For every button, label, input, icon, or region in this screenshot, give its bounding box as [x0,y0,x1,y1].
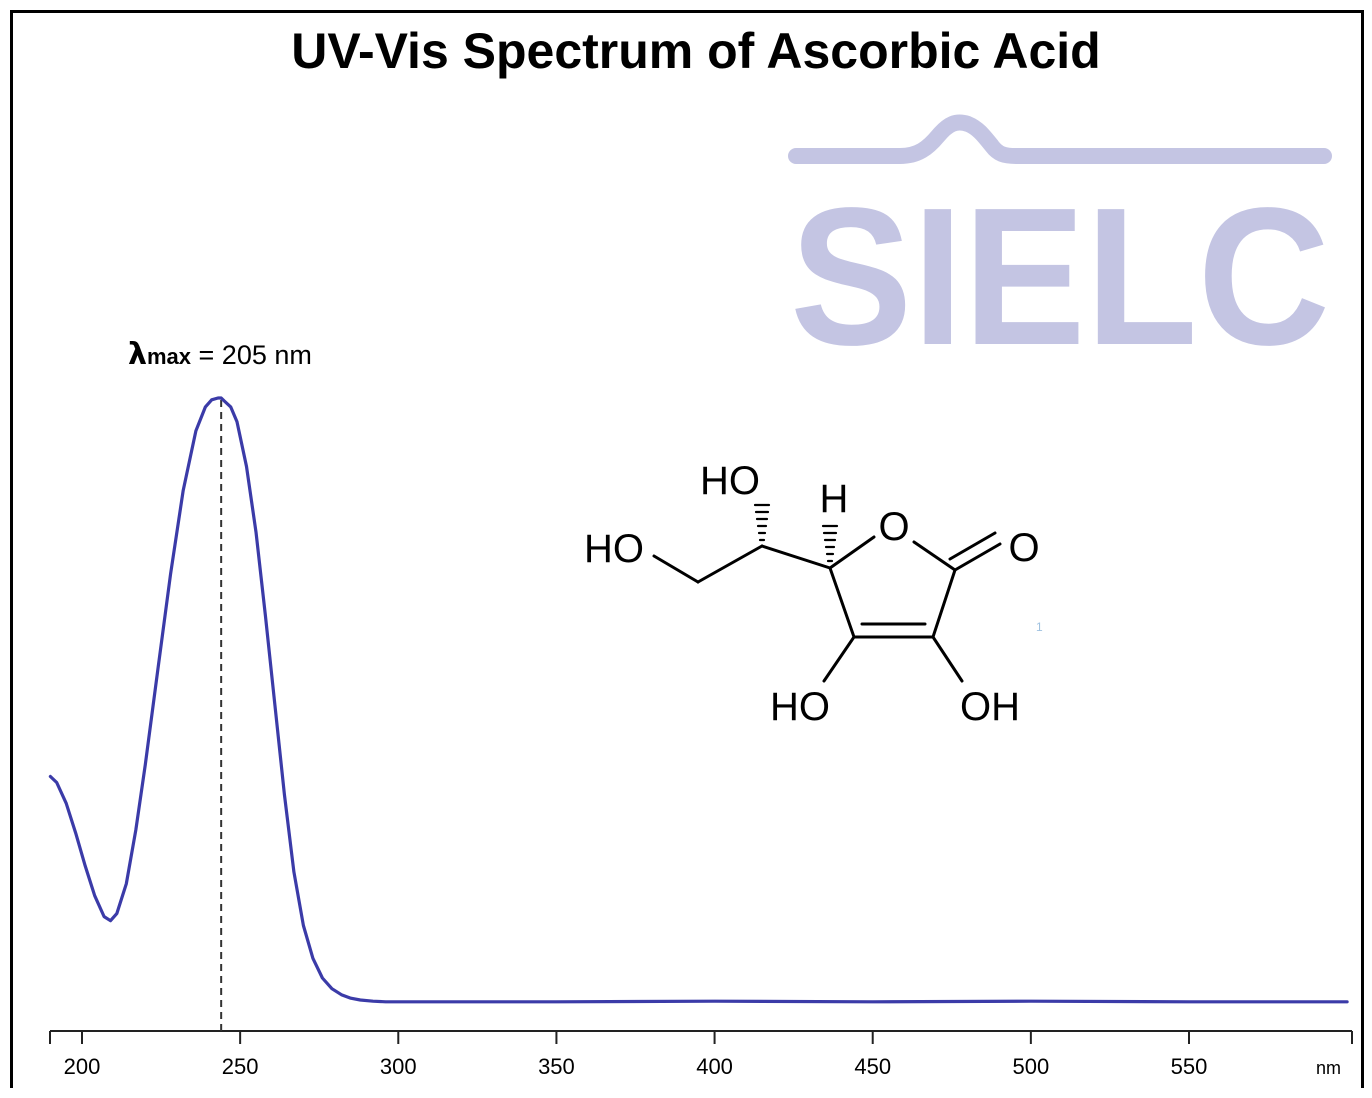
x-tick-label-450: 450 [854,1054,891,1079]
structure-labels: HO HO H O O HO OH [584,459,1040,729]
x-tick-label-350: 350 [538,1054,575,1079]
chart-title: UV-Vis Spectrum of Ascorbic Acid [291,23,1101,79]
x-tick-label-550: 550 [1171,1054,1208,1079]
chart-frame [10,10,1364,1088]
x-tick-label-250: 250 [222,1054,259,1079]
stray-mark: 1 [1036,620,1043,634]
x-tick-label-200: 200 [64,1054,101,1079]
atom-label-o-ring: O [878,505,909,549]
atom-label-oh-bottom: OH [960,685,1020,729]
atom-label-o-carbonyl: O [1008,526,1039,570]
lambda-symbol: λ [128,337,147,372]
ascorbic-acid-structure [652,503,1002,683]
x-tick-label-500: 500 [1012,1054,1049,1079]
x-axis: 200 250 300 350 400 450 500 550 [49,1030,1353,1079]
logo-text: SIELC [790,167,1330,386]
atom-label-h: H [820,477,849,521]
lambda-max-annotation: λmax = 205 nm [128,337,312,372]
lambda-subscript: max [146,344,192,369]
x-axis-ticks: 200 250 300 350 400 450 500 550 [64,1031,1208,1079]
x-tick-label-400: 400 [696,1054,733,1079]
x-tick-label-300: 300 [380,1054,417,1079]
lambda-value: = 205 nm [191,340,312,370]
sielc-logo: SIELC [788,114,1332,386]
x-axis-unit: nm [1316,1058,1342,1078]
atom-label-ho-bottom: HO [770,685,830,729]
atom-label-ho-left: HO [584,527,644,571]
logo-wave [788,114,1332,164]
atom-label-ho-top: HO [700,459,760,503]
series-line-spectrum [48,396,1349,1004]
